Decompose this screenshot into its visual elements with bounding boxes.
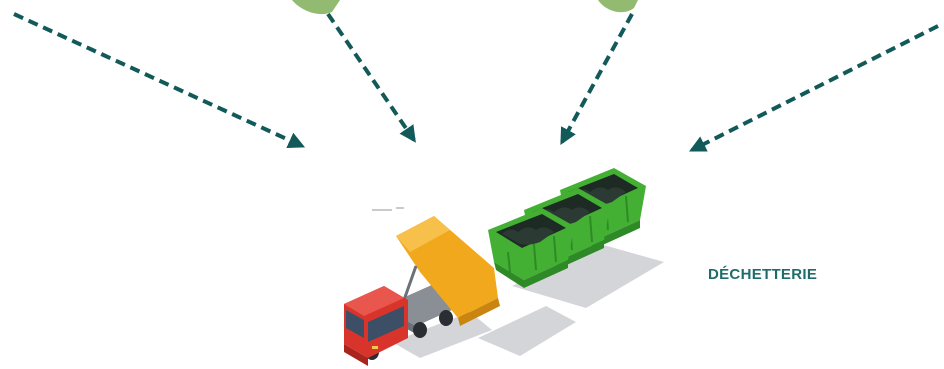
top-shape-left [292,0,340,14]
arrow-from-center-right [562,14,632,142]
dashed-arrow-icon [14,14,938,150]
arrow-from-center-left [328,14,414,140]
arrow-from-right [692,26,938,150]
dechetterie-label: DÉCHETTERIE [708,266,817,283]
arrow-from-left [14,14,302,146]
top-shape-right [598,0,638,12]
dust-marks [372,208,404,210]
